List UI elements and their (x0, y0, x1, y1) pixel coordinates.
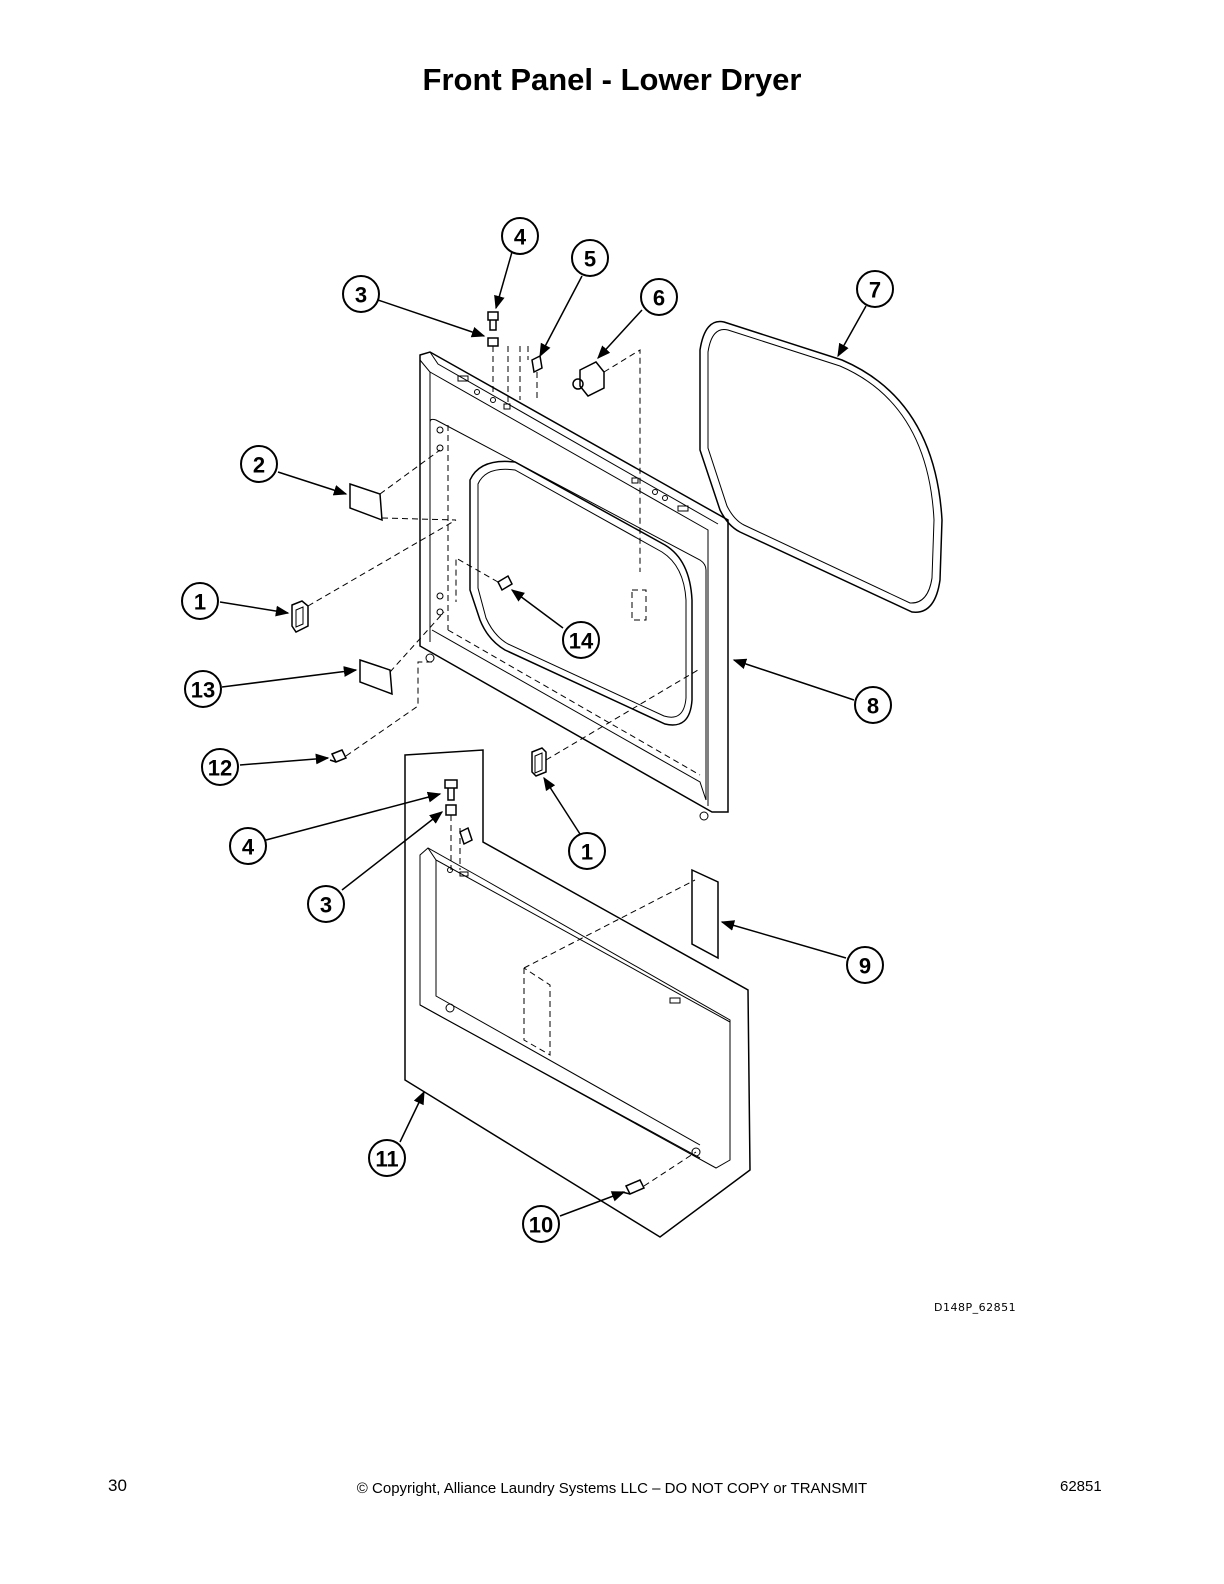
svg-text:9: 9 (859, 954, 871, 979)
page-title: Front Panel - Lower Dryer (422, 62, 802, 97)
callout-9: 9 (846, 946, 884, 984)
lower-panel (404, 749, 751, 1238)
callout-3-top: 3 (342, 275, 380, 313)
callout-6: 6 (640, 278, 678, 316)
svg-text:4: 4 (514, 225, 527, 250)
svg-text:11: 11 (375, 1147, 398, 1172)
svg-text:4: 4 (242, 835, 255, 860)
callout-10: 10 (522, 1205, 560, 1243)
svg-text:8: 8 (867, 694, 879, 719)
leader-lines (219, 251, 867, 1217)
figure-code: D148P_62851 (934, 1301, 1017, 1314)
svg-text:3: 3 (355, 283, 367, 308)
door-gasket (699, 320, 943, 613)
svg-text:7: 7 (869, 278, 881, 303)
svg-text:3: 3 (320, 893, 332, 918)
copyright-notice: © Copyright, Alliance Laundry Systems LL… (356, 1480, 868, 1497)
page-number: 30 (108, 1476, 127, 1495)
callout-3-bottom: 3 (307, 885, 345, 923)
svg-text:1: 1 (581, 840, 593, 865)
callout-4-bottom: 4 (229, 827, 267, 865)
svg-text:2: 2 (253, 453, 265, 478)
small-parts (291, 311, 719, 1195)
callout-12: 12 (201, 748, 239, 786)
svg-text:5: 5 (584, 247, 596, 272)
callout-8: 8 (854, 686, 892, 724)
callout-14: 14 (562, 621, 600, 659)
callout-2: 2 (240, 445, 278, 483)
callout-1-left: 1 (181, 582, 219, 620)
callout-11: 11 (368, 1139, 406, 1177)
callout-13: 13 (184, 670, 222, 708)
document-number: 62851 (1060, 1478, 1102, 1495)
svg-text:10: 10 (529, 1213, 553, 1238)
callout-7: 7 (856, 270, 894, 308)
callout-5: 5 (571, 239, 609, 277)
svg-text:14: 14 (569, 629, 594, 654)
svg-text:12: 12 (208, 756, 232, 781)
callout-1-bottom: 1 (568, 832, 606, 870)
svg-text:1: 1 (194, 590, 206, 615)
svg-text:6: 6 (653, 286, 665, 311)
svg-text:13: 13 (191, 678, 215, 703)
callout-4-top: 4 (501, 217, 539, 255)
front-panel (419, 351, 729, 821)
